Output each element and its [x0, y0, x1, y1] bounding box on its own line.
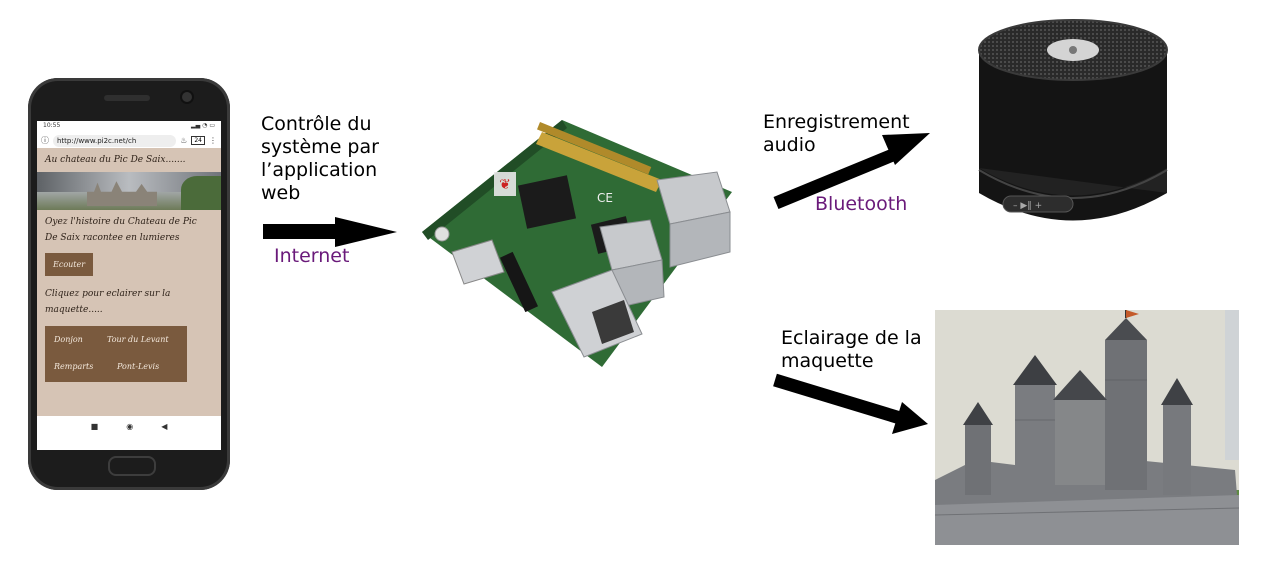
home-icon[interactable]: ◉	[126, 421, 134, 431]
home-button	[108, 456, 156, 476]
lighting-label: Eclairage de la maquette	[781, 327, 922, 373]
browser-bar: ⓘ http://www.pi2c.net/ch ♨ 24 ⋮	[37, 133, 221, 148]
remparts-button[interactable]: Remparts	[54, 362, 94, 371]
phone-screen: 10:55 ▂▄ ◔ ▭ ⓘ http://www.pi2c.net/ch ♨ …	[37, 121, 221, 450]
site-info-icon[interactable]: ⓘ	[41, 136, 49, 145]
tabs-count[interactable]: 24	[191, 136, 205, 145]
back-icon[interactable]: ◀	[161, 421, 168, 431]
control-line-3: l’application	[261, 159, 378, 181]
audio-line-1: Enregistrement	[763, 111, 910, 133]
arrow-bluetooth	[773, 133, 930, 210]
lighting-prompt: Cliquez pour eclairer sur la maquette...…	[45, 289, 171, 315]
listen-button[interactable]: Ecouter	[45, 253, 94, 276]
control-label: Contrôle du système par l’application we…	[261, 113, 379, 205]
castle-banner-photo	[37, 172, 221, 210]
svg-text:– ▶‖ +: – ▶‖ +	[1013, 201, 1042, 211]
recents-icon[interactable]: ■	[90, 421, 99, 431]
internet-label: Internet	[274, 245, 350, 267]
lighting-line-1: Eclairage de la	[781, 327, 922, 349]
audio-label: Enregistrement audio	[763, 111, 910, 157]
tour-du-levant-button[interactable]: Tour du Levant	[107, 335, 169, 344]
svg-text:CE: CE	[597, 191, 613, 205]
earpiece	[104, 95, 150, 101]
bluetooth-speaker: – ▶‖ +	[975, 8, 1175, 238]
bluetooth-label: Bluetooth	[815, 193, 908, 215]
arrow-lighting	[773, 373, 928, 434]
flame-icon[interactable]: ♨	[180, 136, 188, 145]
raspberry-pi-illustration: ❦ CE	[422, 120, 732, 367]
svg-text:❦: ❦	[499, 177, 511, 193]
pont-levis-button[interactable]: Pont-Levis	[117, 362, 160, 371]
menu-icon[interactable]: ⋮	[209, 136, 217, 145]
control-line-2: système par	[261, 136, 379, 158]
smartphone-illustration: 10:55 ▂▄ ◔ ▭ ⓘ http://www.pi2c.net/ch ♨ …	[28, 78, 230, 490]
intro-line-2: De Saix racontee en lumieres	[45, 233, 180, 243]
camera-icon	[182, 92, 192, 102]
status-icons: ▂▄ ◔ ▭	[191, 122, 215, 129]
castle-model-photo	[935, 310, 1239, 545]
lighting-line-2: maquette	[781, 350, 874, 372]
status-time: 10:55	[43, 122, 61, 129]
status-bar: 10:55 ▂▄ ◔ ▭	[37, 121, 221, 133]
donjon-button[interactable]: Donjon	[54, 335, 83, 344]
lighting-buttons: Donjon Tour du Levant Remparts Pont-Levi…	[45, 326, 187, 382]
url-field[interactable]: http://www.pi2c.net/ch	[53, 134, 177, 147]
control-line-1: Contrôle du	[261, 113, 372, 135]
intro-line-1: Oyez l'histoire du Chateau de Pic	[45, 217, 197, 227]
arrow-internet	[263, 217, 397, 247]
page-title: Au chateau du Pic De Saix.......	[45, 155, 186, 165]
control-line-4: web	[261, 182, 301, 204]
audio-line-2: audio	[763, 134, 816, 156]
web-page: Au chateau du Pic De Saix....... Oyez l'…	[37, 148, 221, 416]
raspberry-pi-board: ❦ CE	[412, 102, 737, 372]
android-nav-bar: ■ ◉ ◀	[37, 416, 221, 436]
bluetooth-speaker-illustration: – ▶‖ +	[978, 19, 1168, 221]
